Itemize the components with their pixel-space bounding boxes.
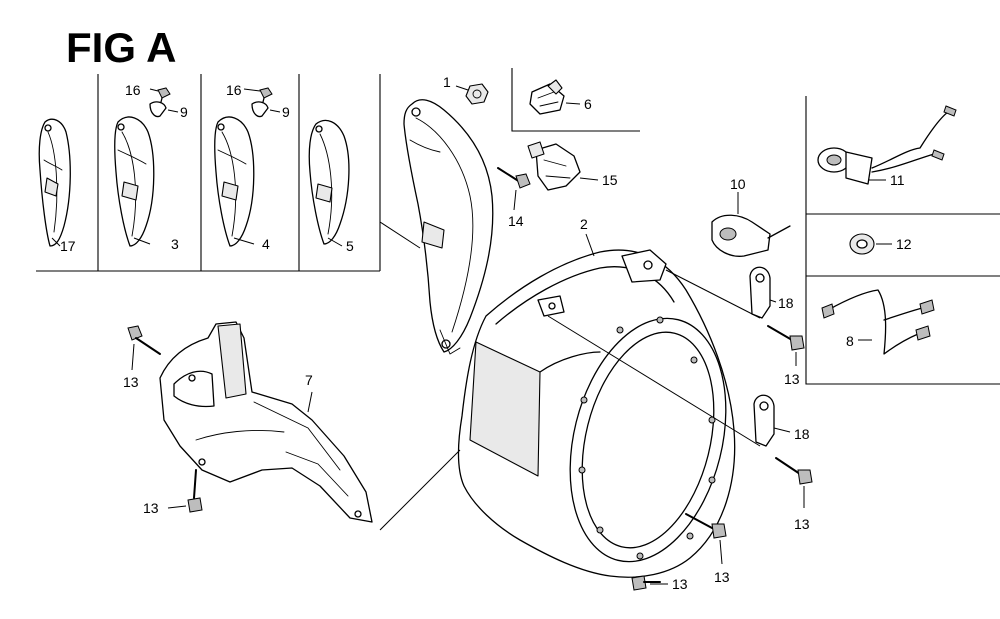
shroud-plate-5	[308, 119, 350, 247]
panel-border	[511, 68, 640, 132]
bolt-13	[775, 457, 813, 508]
bolt-13	[685, 513, 727, 565]
callout-12: 12	[896, 236, 912, 252]
side-shroud-arm	[379, 99, 494, 355]
clip-part-panel: 1 6	[443, 68, 640, 132]
switch-11	[817, 105, 957, 185]
callout-11: 11	[890, 172, 905, 188]
bolt-13	[631, 575, 668, 591]
shroud-plate-4	[214, 87, 281, 247]
oil-sensor-10	[711, 192, 791, 257]
clip-15	[527, 141, 599, 191]
callout-9: 9	[180, 104, 188, 120]
fan-cover-2	[379, 233, 761, 578]
callout-6: 6	[584, 96, 592, 112]
shroud-plate-17	[38, 118, 71, 247]
fan-cover-opening	[569, 317, 727, 563]
bolt-13	[167, 469, 203, 513]
leader-line	[379, 221, 421, 249]
nut-1	[455, 83, 489, 105]
figure-title: FIG A	[66, 24, 176, 71]
callout-13: 13	[784, 371, 800, 387]
callout-5: 5	[346, 238, 354, 254]
callout-16: 16	[226, 82, 242, 98]
callout-13: 13	[143, 500, 159, 516]
callout-14: 14	[508, 213, 524, 229]
shroud-variants-panel: 17 16 9 3	[36, 74, 381, 272]
clip-6	[529, 79, 581, 115]
shroud-plate-3	[114, 87, 179, 247]
callout-3: 3	[171, 236, 179, 252]
callout-4: 4	[262, 236, 270, 252]
clamp-18	[753, 394, 791, 447]
callout-7: 7	[305, 372, 313, 388]
electrical-parts-panel: 11 12 8	[805, 96, 1000, 385]
callout-8: 8	[846, 333, 854, 349]
callout-13: 13	[672, 576, 688, 592]
air-guide-7	[159, 321, 373, 523]
grommet-12	[849, 233, 892, 255]
callout-2: 2	[580, 216, 588, 232]
panel-border	[805, 96, 1000, 385]
callout-1: 1	[443, 74, 451, 90]
callout-13: 13	[123, 374, 139, 390]
callout-13: 13	[794, 516, 810, 532]
callout-16: 16	[125, 82, 141, 98]
callout-18: 18	[794, 426, 810, 442]
callout-13: 13	[714, 569, 730, 585]
callout-15: 15	[602, 172, 618, 188]
callout-18: 18	[778, 295, 794, 311]
wire-harness-8	[821, 289, 935, 355]
bolt-13	[767, 325, 805, 366]
clamp-18	[749, 266, 777, 319]
callout-10: 10	[730, 176, 746, 192]
bolt-13	[127, 325, 161, 371]
callout-9: 9	[282, 104, 290, 120]
bolt-14	[497, 167, 531, 211]
callout-17: 17	[60, 238, 76, 254]
